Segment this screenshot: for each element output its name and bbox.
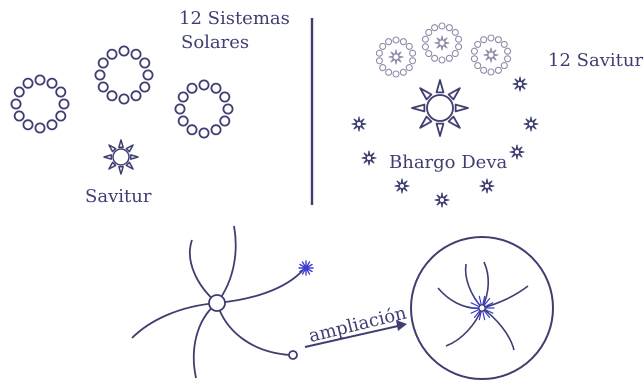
galaxy-arm xyxy=(216,269,304,304)
sun-icon xyxy=(351,116,367,132)
savitur-label: Savitur xyxy=(85,186,152,207)
sistemas-label-line1: 12 Sistemas xyxy=(179,8,290,29)
savitur-12-label: 12 Savitur xyxy=(548,50,644,71)
sun-icon xyxy=(479,178,495,194)
planet-ring-icon xyxy=(94,45,154,105)
magnified-galaxy xyxy=(410,236,554,380)
planet-ring-icon xyxy=(421,22,463,64)
planet-ring-icon xyxy=(174,79,234,139)
star-burst-icon xyxy=(298,260,314,276)
galaxy-end-dot xyxy=(288,350,298,360)
planet-ring-icon xyxy=(375,36,417,78)
planet-ring-icon xyxy=(470,34,512,76)
sun-icon xyxy=(434,192,450,208)
galaxy-core xyxy=(208,294,226,312)
arrow-icon xyxy=(304,320,407,348)
galaxy-arm xyxy=(216,225,237,304)
galaxy-arm xyxy=(216,302,291,356)
sun-icon xyxy=(388,49,404,65)
star-burst-icon xyxy=(469,295,495,321)
sun-icon xyxy=(361,150,377,166)
sistemas-label-line2: Solares xyxy=(181,32,250,53)
sun-icon xyxy=(509,144,525,160)
bhargo-deva-label: Bhargo Deva xyxy=(389,152,508,173)
sun-icon xyxy=(483,47,499,63)
sun-icon xyxy=(523,116,539,132)
sun-icon xyxy=(103,139,139,175)
sun-icon xyxy=(434,35,450,51)
sun-icon xyxy=(512,76,528,92)
galaxy-arm xyxy=(131,302,218,339)
sun-icon xyxy=(411,79,469,137)
sun-icon xyxy=(394,178,410,194)
planet-ring-icon xyxy=(10,74,70,134)
galaxy-arm xyxy=(192,302,218,379)
galaxy-arm xyxy=(189,239,218,304)
